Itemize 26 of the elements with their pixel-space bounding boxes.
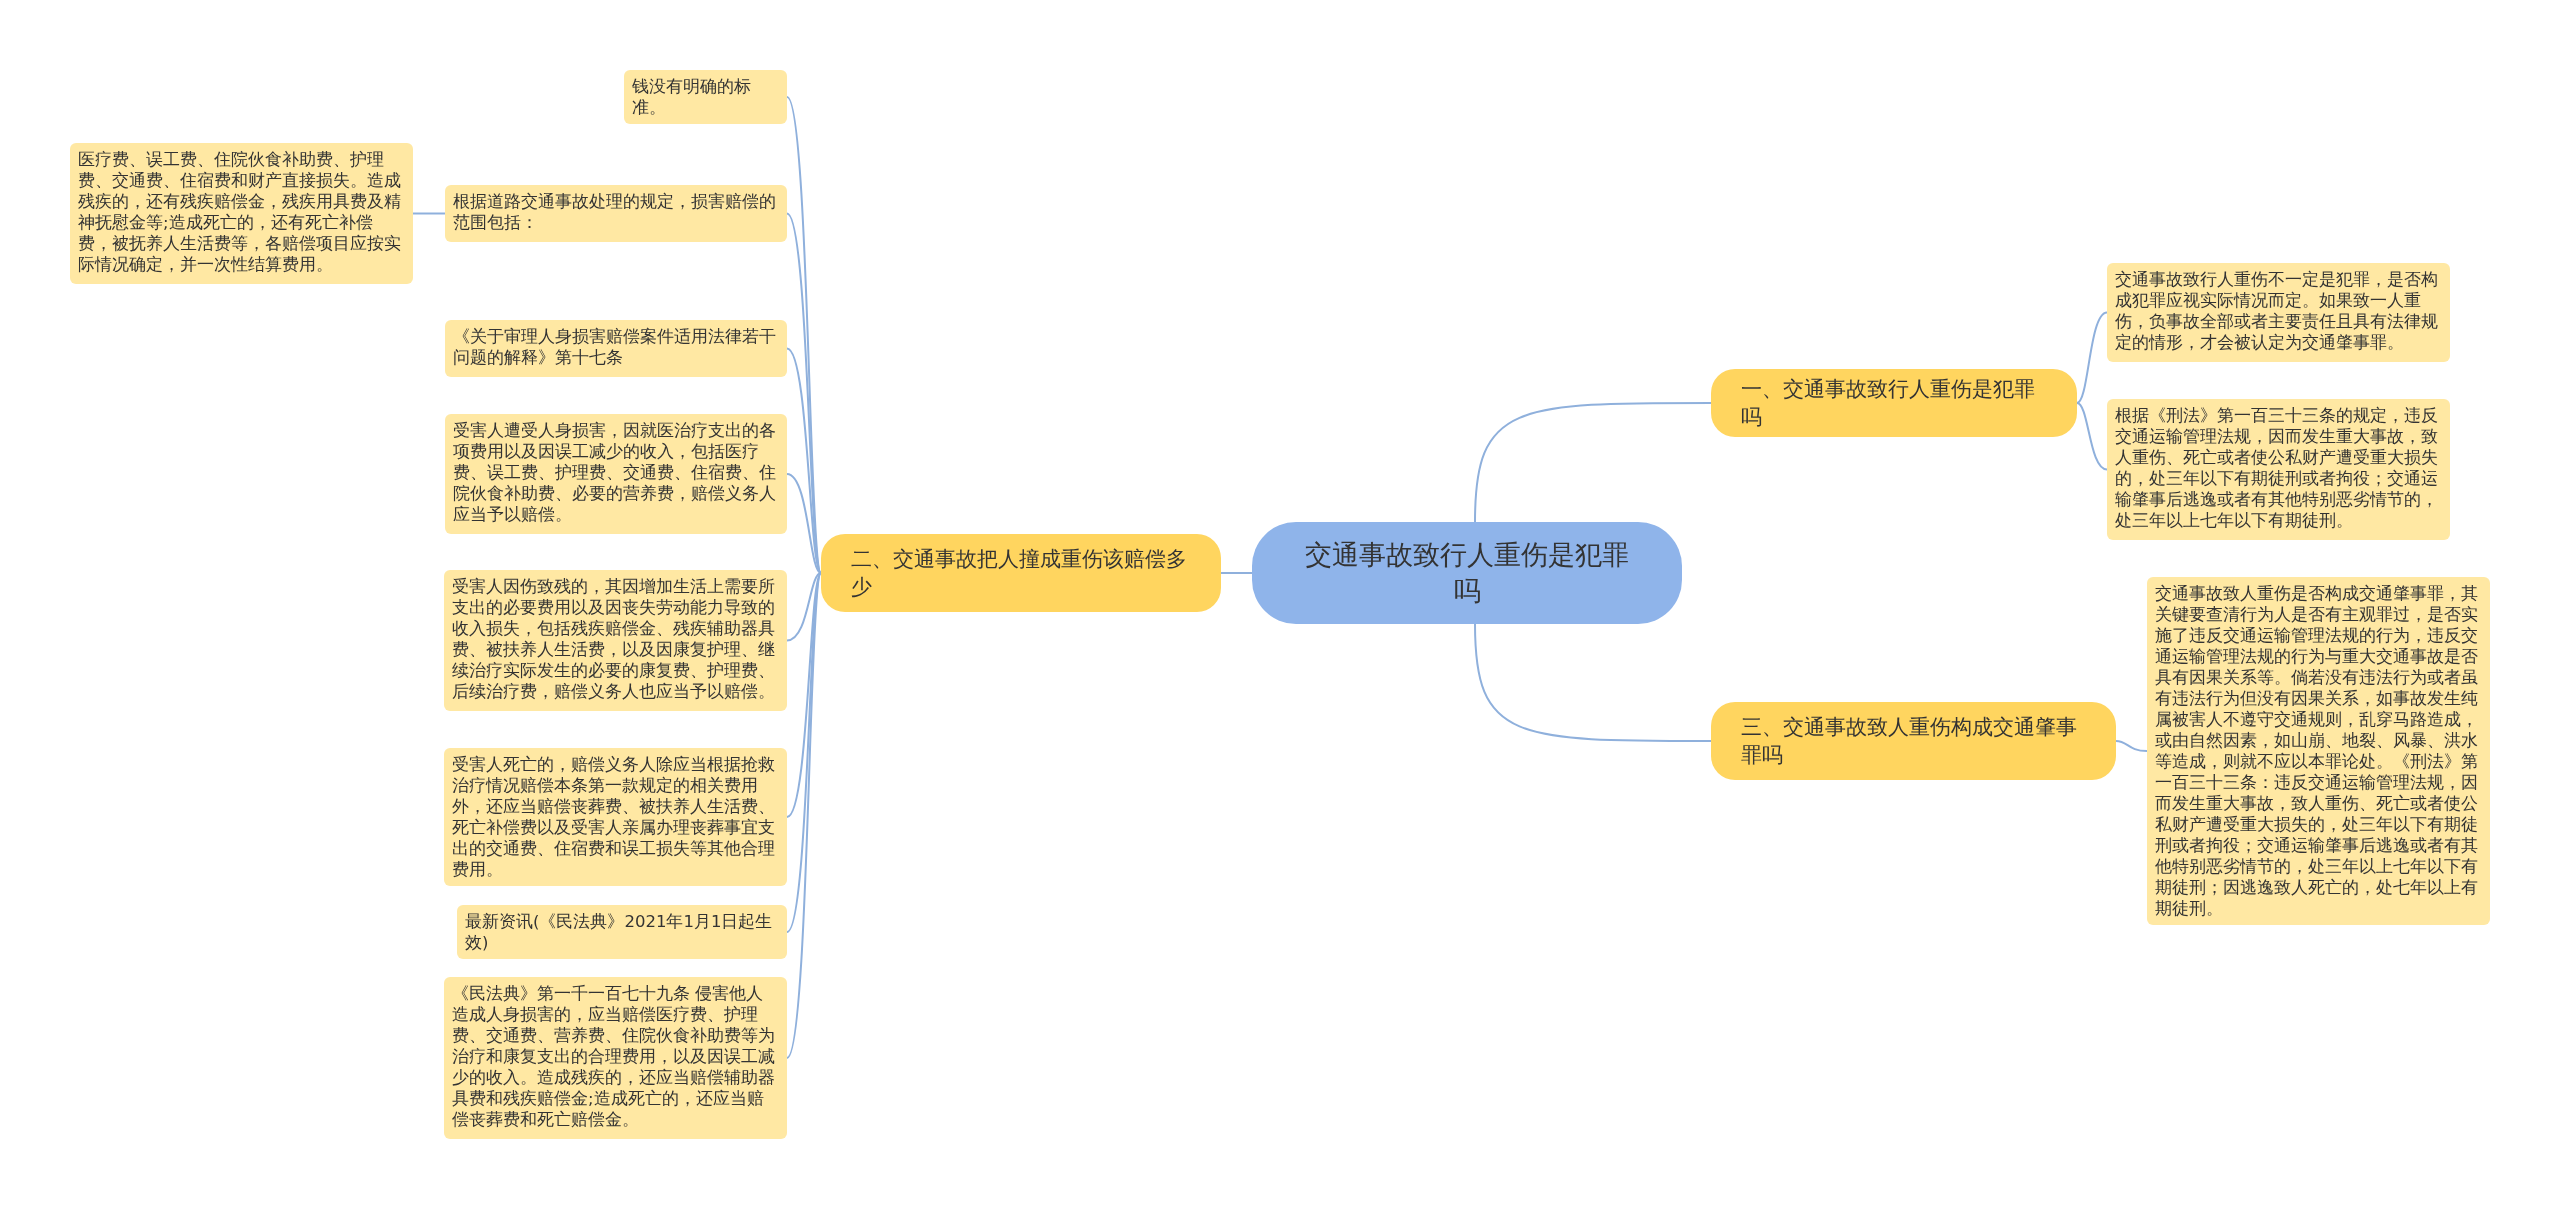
connector-line: [1220, 572, 1253, 574]
connector-line: [2076, 311, 2108, 404]
connector-line: [1474, 623, 1712, 742]
note-box: 《民法典》第一千一百七十九条 侵害他人造成人身损害的，应当赔偿医疗费、护理费、交通费、营养费、住院伙食补助费等为治疗和康复支出的合理费用，以及因误工减少的收入。造成残疾的，还应当赔偿辅助器具费和残疾赔偿金;造成死亡的，还应当赔偿丧葬费和死亡赔偿金。: [444, 977, 787, 1139]
topic-box: 二、交通事故把人撞成重伤该赔偿多少: [821, 534, 1221, 612]
note-box: 最新资讯(《民法典》2021年1月1日起生效): [457, 905, 787, 959]
connector-line: [412, 212, 446, 215]
note-box: 《关于审理人身损害赔偿案件适用法律若干问题的解释》第十七条: [445, 320, 787, 377]
connector-line: [786, 473, 822, 574]
note-box: 钱没有明确的标准。: [624, 70, 787, 124]
note-box: 交通事故致人重伤是否构成交通肇事罪，其关键要查清行为人是否有主观罪过，是否实施了违反交通运输管理法规的行为，违反交通运输管理法规的行为与重大交通事故是否具有因果关系等。倘若没有违法行为或者虽有违法行为但没有因果关系，如事故发生纯属被害人不遵守交通规则，乱穿马路造成，或由自然因素，如山崩、地裂、风暴、洪水等造成，则就不应以本罪论处。《刑法》第一百三十三条：违反交通运输管理法规，因而发生重大事故，致人重伤、死亡或者使公私财产遭受重大损失的，处三年以下有期徒刑或者拘役；交通运输肇事后逃逸或者有其他特别恶劣情节的，处三年以上七年以下有期徒刑；因逃逸致人死亡的，处七年以上有期徒刑。: [2147, 577, 2490, 925]
topic-box: 三、交通事故致人重伤构成交通肇事罪吗: [1711, 702, 2116, 780]
connector-line: [2076, 402, 2108, 471]
connector-line: [786, 572, 822, 818]
note-box: 受害人因伤致残的，其因增加生活上需要所支出的必要费用以及因丧失劳动能力导致的收入损失，包括残疾赔偿金、残疾辅助器具费、被扶养人生活费，以及因康复护理、继续治疗实际发生的必要的康复费、护理费、后续治疗费，赔偿义务人也应当予以赔偿。: [444, 570, 787, 711]
note-box: 医疗费、误工费、住院伙食补助费、护理费、交通费、住宿费和财产直接损失。造成残疾的，还有残疾赔偿金，残疾用具费及精神抚慰金等;造成死亡的，还有死亡补偿费，被抚养人生活费等，各赔偿项目应按实际情况确定，并一次性结算费用。: [70, 143, 413, 284]
topic-box: 一、交通事故致行人重伤是犯罪吗: [1711, 369, 2077, 437]
note-box: 交通事故致行人重伤不一定是犯罪，是否构成犯罪应视实际情况而定。如果致一人重伤，负事故全部或者主要责任且具有法律规定的情形，才会被认定为交通肇事罪。: [2107, 263, 2450, 362]
central-topic: 交通事故致行人重伤是犯罪吗: [1252, 522, 1682, 624]
connector-line: [786, 572, 822, 642]
note-box: 受害人遭受人身损害，因就医治疗支出的各项费用以及因误工减少的收入，包括医疗费、误工费、护理费、交通费、住宿费、住院伙食补助费、必要的营养费，赔偿义务人应当予以赔偿。: [445, 414, 787, 534]
connector-line: [2115, 740, 2148, 752]
note-box: 受害人死亡的，赔偿义务人除应当根据抢救治疗情况赔偿本条第一款规定的相关费用外，还应当赔偿丧葬费、被扶养人生活费、死亡补偿费以及受害人亲属办理丧葬事宜支出的交通费、住宿费和误工损失等其他合理费用。: [444, 748, 787, 886]
connector-line: [1474, 402, 1712, 523]
note-box: 根据道路交通事故处理的规定，损害赔偿的范围包括：: [445, 185, 787, 242]
note-box: 根据《刑法》第一百三十三条的规定，违反交通运输管理法规，因而发生重大事故，致人重伤、死亡或者使公私财产遭受重大损失的，处三年以下有期徒刑或者拘役；交通运输肇事后逃逸或者有其他特别恶劣情节的，处三年以上七年以下有期徒刑。: [2107, 399, 2450, 540]
